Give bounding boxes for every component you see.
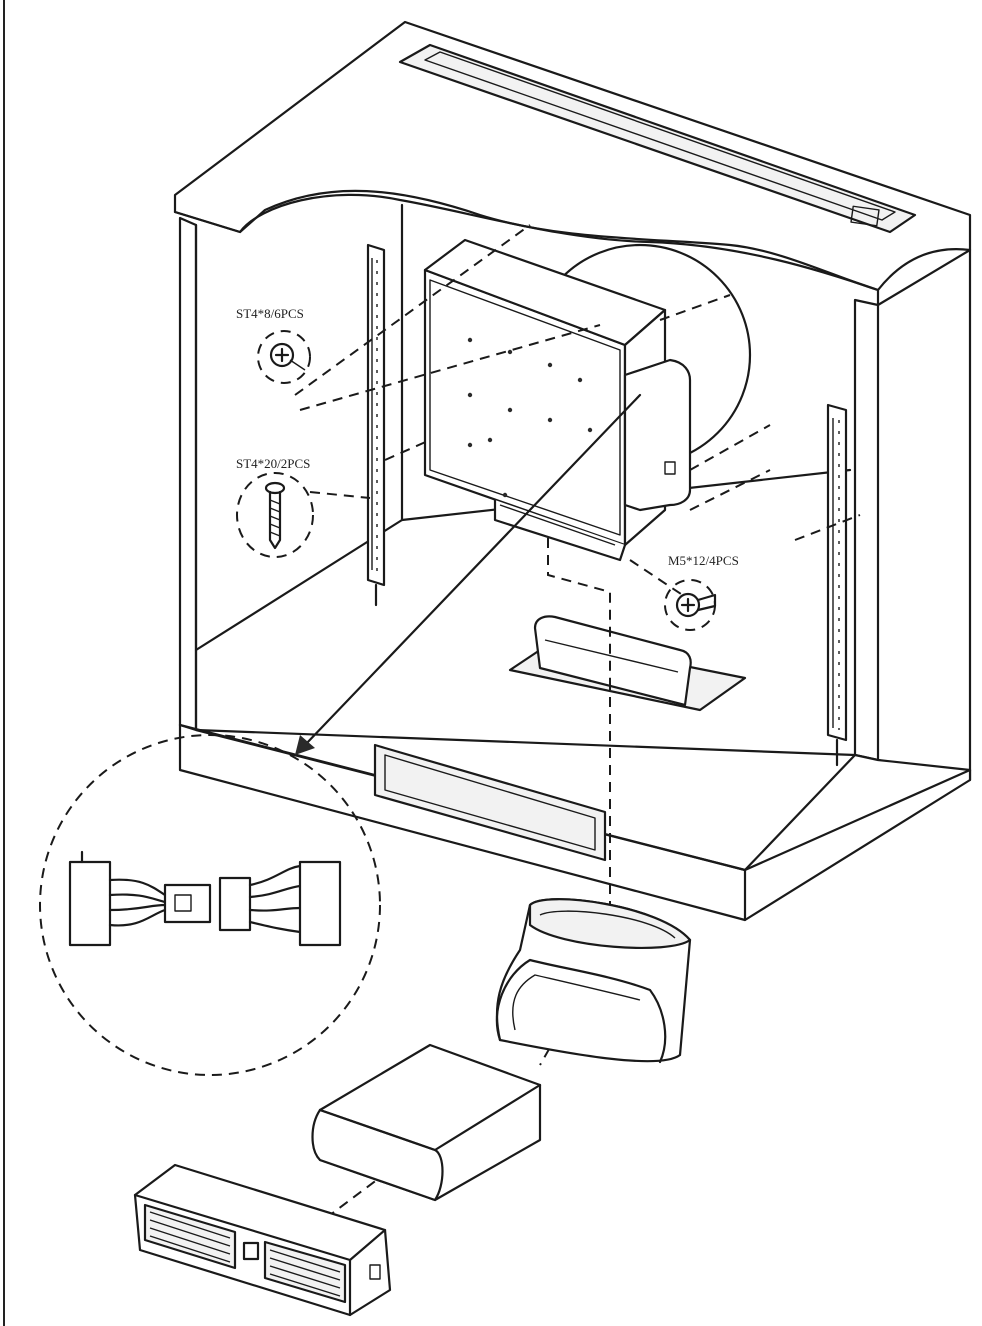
screw-label-b: ST4*20/2PCS — [236, 456, 310, 471]
screw-callout-c: M5*12/4PCS — [664, 553, 739, 631]
cabinet-top-surface — [173, 20, 972, 292]
cabinet-back-wall — [194, 203, 404, 652]
left-mounting-rail — [366, 243, 386, 607]
elbow-duct — [495, 898, 692, 1064]
screw-label-a: ST4*8/6PCS — [236, 306, 304, 321]
screw-callout-a: ST4*8/6PCS — [236, 306, 311, 384]
long-screw-icon — [264, 481, 286, 550]
wiring-connector-detail — [39, 734, 381, 1076]
cabinet-right-wall — [853, 298, 880, 762]
straight-duct — [311, 1043, 542, 1202]
base-vent-opening — [373, 743, 607, 862]
right-mounting-rail — [826, 403, 848, 767]
cabinet-left-wall — [178, 216, 198, 732]
screw-label-c: M5*12/4PCS — [668, 553, 739, 568]
grille-switch-icon — [242, 1241, 260, 1261]
heater-control-module — [623, 358, 692, 512]
wiring-callout-arrow — [295, 393, 642, 755]
top-control-panel — [850, 205, 880, 227]
screw-callout-b: ST4*20/2PCS — [236, 456, 314, 558]
floor-duct-collar — [533, 615, 692, 707]
cabinet-top-front-edge — [173, 193, 880, 307]
top-flame-slot — [398, 43, 917, 234]
heater-fan-unit — [423, 238, 752, 562]
front-vent-grille — [133, 1163, 392, 1317]
